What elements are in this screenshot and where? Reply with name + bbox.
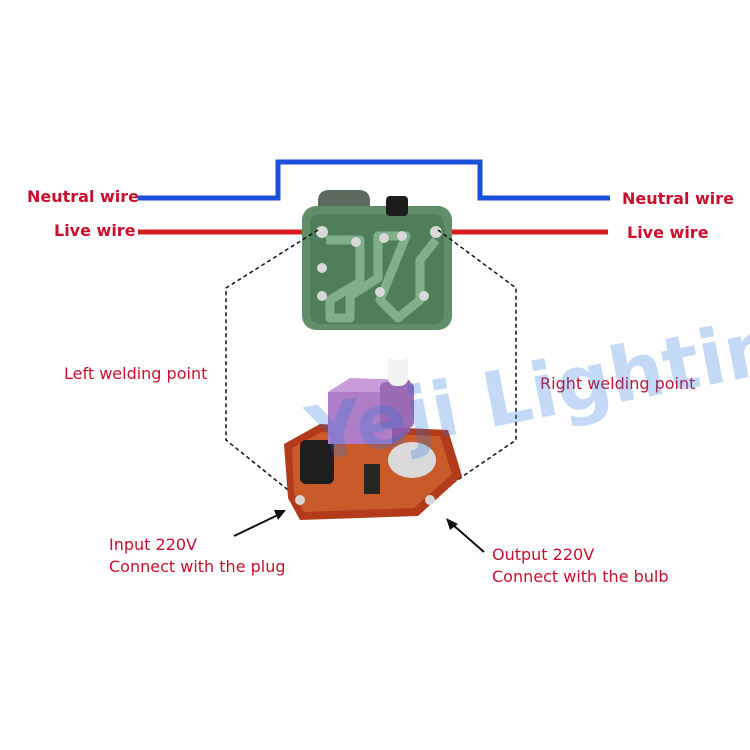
input-connect-label: Connect with the plug [109,557,286,576]
input-voltage-label: Input 220V [109,535,197,554]
bottom-pcb [284,344,462,520]
neutral-wire-line [138,159,610,201]
output-voltage-label: Output 220V [492,545,595,564]
neutral-wire-label-right: Neutral wire [622,189,735,208]
welding-path-right [427,229,517,501]
output-arrow [446,518,485,553]
live-wire-label-right: Live wire [627,223,709,242]
neutral-wire-label-left: Neutral wire [27,187,140,206]
output-connect-label: Connect with the bulb [492,567,669,586]
right-welding-point-label: Right welding point [540,374,696,393]
live-wire-label-left: Live wire [54,221,136,240]
left-welding-point-label: Left welding point [64,364,208,383]
input-arrow [233,510,286,537]
welding-path-left [225,229,319,499]
top-pcb [302,190,452,330]
